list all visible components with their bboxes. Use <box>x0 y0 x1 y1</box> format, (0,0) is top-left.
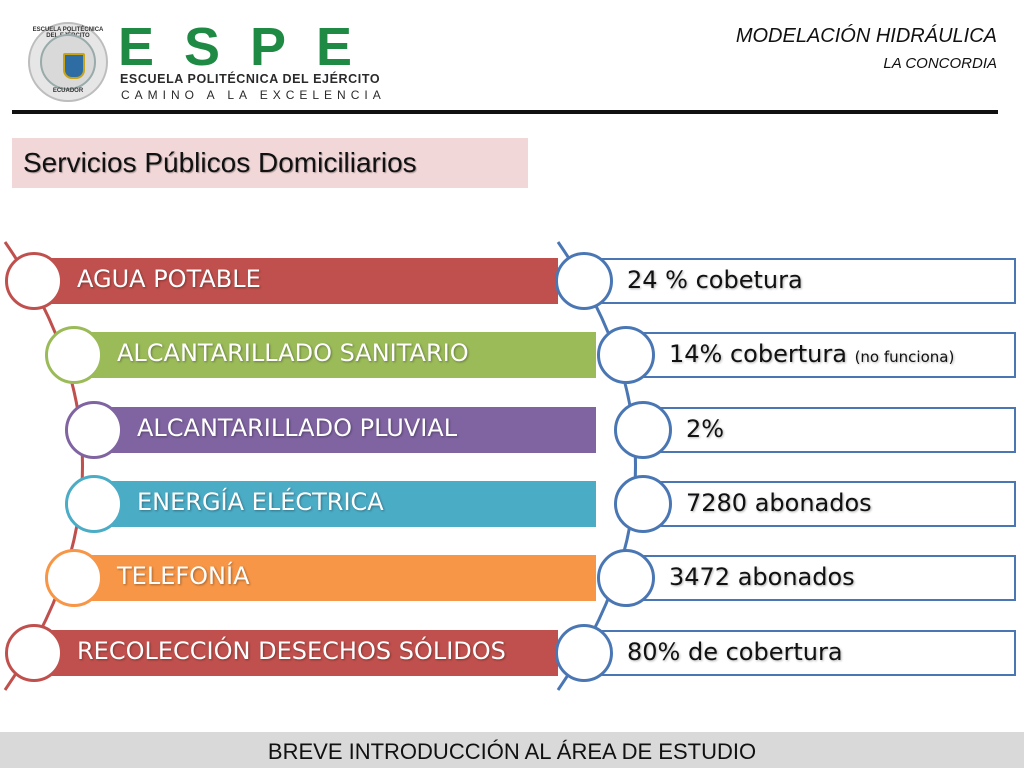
service-value-text: 24 % cobetura <box>627 266 803 294</box>
service-value-text: 3472 abonados <box>669 563 855 591</box>
header-divider <box>12 110 998 114</box>
service-name: ALCANTARILLADO SANITARIO <box>117 339 469 367</box>
service-name: ALCANTARILLADO PLUVIAL <box>137 414 458 442</box>
espe-logo: ESPE <box>118 17 383 77</box>
slide-title: Servicios Públicos Domiciliarios <box>23 147 417 178</box>
shield-icon <box>63 53 85 79</box>
service-value-note: (no funciona) <box>854 348 955 366</box>
service-bar <box>94 407 596 453</box>
seal-bottom-text: ECUADOR <box>52 88 84 94</box>
service-row: RECOLECCIÓN DESECHOS SÓLIDOS 80% de cober… <box>0 624 1024 682</box>
service-marker-circle <box>5 252 63 310</box>
service-bar <box>94 481 596 527</box>
value-bar <box>584 258 1016 304</box>
value-marker-circle <box>597 326 655 384</box>
service-value: 80% de cobertura <box>627 630 843 672</box>
value-bar <box>626 332 1016 378</box>
seal-emblem <box>40 34 96 90</box>
service-row: ALCANTARILLADO SANITARIO 14% cobertura (n… <box>0 326 1024 384</box>
service-value-text: 7280 abonados <box>686 489 872 517</box>
service-value: 7280 abonados <box>686 481 872 523</box>
footer-text: BREVE INTRODUCCIÓN AL ÁREA DE ESTUDIO <box>267 739 757 764</box>
service-value: 24 % cobetura <box>627 258 803 300</box>
service-marker-circle <box>45 326 103 384</box>
logo-name: ESCUELA POLITÉCNICA DEL EJÉRCITO <box>120 72 381 86</box>
value-marker-circle <box>555 624 613 682</box>
service-bar <box>34 258 558 304</box>
value-marker-circle <box>614 475 672 533</box>
service-row: TELEFONÍA 3472 abonados <box>0 549 1024 607</box>
service-value-text: 14% cobertura <box>669 340 847 368</box>
right-arc <box>556 241 637 691</box>
university-seal: ESCUELA POLITÉCNICA DEL EJÉRCITO ECUADOR <box>28 22 108 102</box>
service-bar <box>34 630 558 676</box>
header-title: MODELACIÓN HIDRÁULICA <box>735 25 997 47</box>
service-marker-circle <box>45 549 103 607</box>
value-bar <box>643 481 1016 527</box>
service-value: 2% <box>686 407 724 449</box>
slide-title-box: Servicios Públicos Domiciliarios <box>12 138 528 188</box>
left-arc <box>3 241 84 691</box>
service-name: ENERGÍA ELÉCTRICA <box>137 488 384 516</box>
service-value-text: 80% de cobertura <box>627 638 843 666</box>
logo-tagline: CAMINO A LA EXCELENCIA <box>121 88 386 102</box>
service-value-text: 2% <box>686 415 725 443</box>
service-marker-circle <box>65 475 123 533</box>
value-marker-circle <box>614 401 672 459</box>
service-row: AGUA POTABLE 24 % cobetura <box>0 252 1024 310</box>
service-bar <box>74 332 596 378</box>
service-marker-circle <box>5 624 63 682</box>
service-name: AGUA POTABLE <box>77 265 261 293</box>
service-bar <box>74 555 596 601</box>
service-value: 14% cobertura (no funciona) <box>669 332 954 374</box>
service-name: RECOLECCIÓN DESECHOS SÓLIDOS <box>77 637 506 665</box>
service-marker-circle <box>65 401 123 459</box>
value-marker-circle <box>597 549 655 607</box>
header-subtitle: LA CONCORDIA <box>883 55 997 72</box>
value-marker-circle <box>555 252 613 310</box>
service-name: TELEFONÍA <box>117 562 250 590</box>
footer-bar: BREVE INTRODUCCIÓN AL ÁREA DE ESTUDIO <box>0 732 1024 768</box>
value-bar <box>626 555 1016 601</box>
service-row: ALCANTARILLADO PLUVIAL 2% <box>0 401 1024 459</box>
service-value: 3472 abonados <box>669 555 855 597</box>
service-row: ENERGÍA ELÉCTRICA 7280 abonados <box>0 475 1024 533</box>
value-bar <box>584 630 1016 676</box>
